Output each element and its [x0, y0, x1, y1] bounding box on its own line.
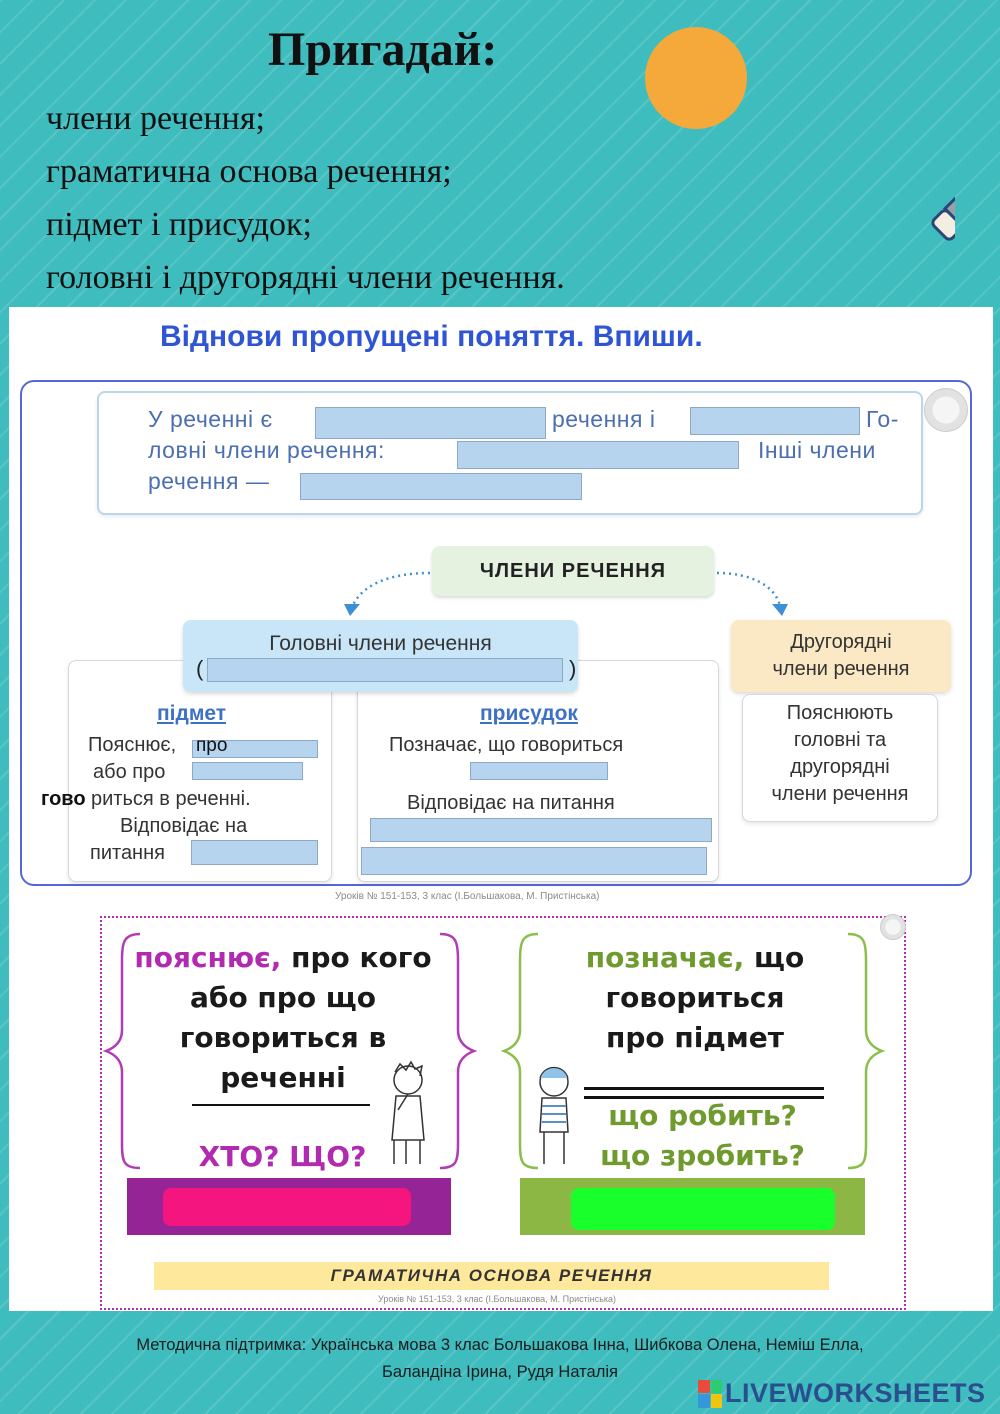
subject-rule-text: або про що — [190, 981, 376, 1014]
predicate-rule-text: про підмет — [605, 1021, 785, 1054]
secondary-line: головні та — [793, 729, 887, 751]
paragraph-text: Го- — [866, 406, 899, 432]
credits-line: Баландіна Ірина, Рудя Наталія — [382, 1363, 618, 1381]
answer-field[interactable] — [361, 847, 707, 875]
subject-drop-field[interactable] — [163, 1188, 411, 1226]
paragraph-text: ловні члени речення: — [148, 437, 385, 463]
task-instruction: Віднови пропущені поняття. Впиши. — [160, 320, 703, 353]
sun-icon — [645, 27, 747, 129]
source-caption: Уроків № 151-153, 3 клас (І.Большакова, … — [335, 891, 600, 902]
predicate-rule-highlight: позначає, — [585, 941, 745, 974]
review-item: підмет і присудок; — [46, 206, 313, 243]
brand-name: LIVEWORKSHEETS — [725, 1378, 986, 1408]
secondary-line: другорядні — [790, 756, 890, 778]
paragraph-text: речення — — [148, 468, 270, 494]
source-caption: Уроків № 151-153, 3 клас (І.Большакова, … — [378, 1294, 617, 1304]
predicate-text: Позначає, що говориться — [389, 734, 624, 756]
sentence-members-heading: ЧЛЕНИ РЕЧЕННЯ — [432, 546, 714, 596]
subject-text: Відповідає на — [120, 815, 248, 837]
predicate-text: Відповідає на питання — [407, 792, 615, 814]
subject-text: риться в реченні. — [91, 788, 251, 810]
answer-field[interactable] — [207, 658, 563, 682]
publisher-logo-icon — [880, 914, 906, 940]
subject-rule-text: говориться в — [179, 1021, 387, 1054]
liveworksheets-mark-icon — [698, 1379, 722, 1408]
predicate-rule-text: говориться — [605, 981, 785, 1014]
subject-answer: про — [196, 735, 228, 756]
subject-text: Пояснює, — [88, 734, 177, 756]
subject-question: ХТО? ЩО? — [198, 1140, 367, 1173]
secondary-members-label: члени речення — [772, 658, 910, 680]
answer-field[interactable] — [315, 407, 546, 439]
answer-field[interactable] — [470, 762, 608, 780]
right-brace — [500, 932, 886, 1170]
credits-line: Методична підтримка: Українська мова 3 к… — [136, 1336, 864, 1354]
paragraph-text: У реченні є — [148, 406, 273, 432]
subject-rule-highlight: пояснює, — [134, 941, 282, 974]
predicate-drop-field[interactable] — [571, 1188, 835, 1230]
answer-field[interactable] — [191, 840, 318, 865]
secondary-members-box: Другорядні члени речення — [731, 620, 951, 692]
secondary-line: Пояснюють — [786, 702, 894, 724]
answer-field[interactable] — [690, 407, 860, 435]
thinking-boy-icon — [391, 1060, 425, 1164]
predicate-card — [357, 660, 719, 882]
predicate-question: що робить? — [608, 1099, 797, 1132]
secondary-line: члени речення — [771, 783, 909, 805]
secondary-description: Пояснюють головні та другорядні члени ре… — [742, 700, 938, 808]
secondary-members-label: Другорядні — [790, 631, 892, 653]
paren: ) — [569, 656, 577, 681]
subject-text: або про — [93, 761, 166, 783]
divider — [584, 1087, 824, 1090]
review-list: члени речення; граматична основа речення… — [46, 92, 565, 304]
answer-field[interactable] — [457, 441, 739, 469]
divider — [192, 1104, 370, 1106]
answer-field[interactable] — [300, 473, 582, 500]
answer-field[interactable] — [192, 740, 318, 758]
left-brace — [102, 932, 478, 1170]
predicate-rule: позначає, що говориться про підмет — [560, 938, 830, 1058]
grammar-base-label: ГРАМАТИЧНА ОСНОВА РЕЧЕННЯ — [154, 1262, 829, 1290]
liveworksheets-logo: LIVEWORKSHEETS — [698, 1378, 986, 1409]
subject-title: підмет — [157, 702, 227, 725]
predicate-title: присудок — [480, 702, 578, 725]
secondary-card — [742, 694, 938, 822]
subject-rule: пояснює, про кого або про що говориться … — [128, 938, 438, 1098]
subject-rule-text: про кого — [291, 941, 432, 974]
predicate-questions: що робить? що зробить? — [580, 1096, 825, 1176]
subject-rule-text: реченні — [220, 1061, 346, 1094]
pencil-icon — [931, 190, 955, 241]
review-item: члени речення; — [46, 100, 265, 137]
arrows-diagram — [344, 571, 788, 616]
predicate-question: що зробить? — [600, 1139, 805, 1172]
paren: ( — [196, 656, 204, 681]
review-item: головні і другорядні члени речення. — [46, 259, 565, 296]
predicate-rule-text: що — [754, 941, 805, 974]
subject-text-lead: гово — [41, 788, 86, 810]
paragraph-text: Інші члени — [758, 437, 876, 463]
task-frame — [20, 380, 972, 886]
boy-icon — [539, 1066, 569, 1164]
divider — [584, 1096, 824, 1099]
review-item: граматична основа речення; — [46, 153, 452, 190]
answer-field[interactable] — [192, 762, 303, 780]
publisher-logo-icon — [924, 388, 968, 432]
subject-text: питання — [90, 842, 165, 864]
page-title: Пригадай: — [268, 23, 498, 76]
answer-field[interactable] — [370, 818, 712, 842]
paragraph-text: речення і — [552, 406, 656, 432]
main-members-label: Головні члени речення — [269, 632, 492, 655]
grammar-base-section — [100, 916, 906, 1310]
credits: Методична підтримка: Українська мова 3 к… — [60, 1332, 940, 1386]
